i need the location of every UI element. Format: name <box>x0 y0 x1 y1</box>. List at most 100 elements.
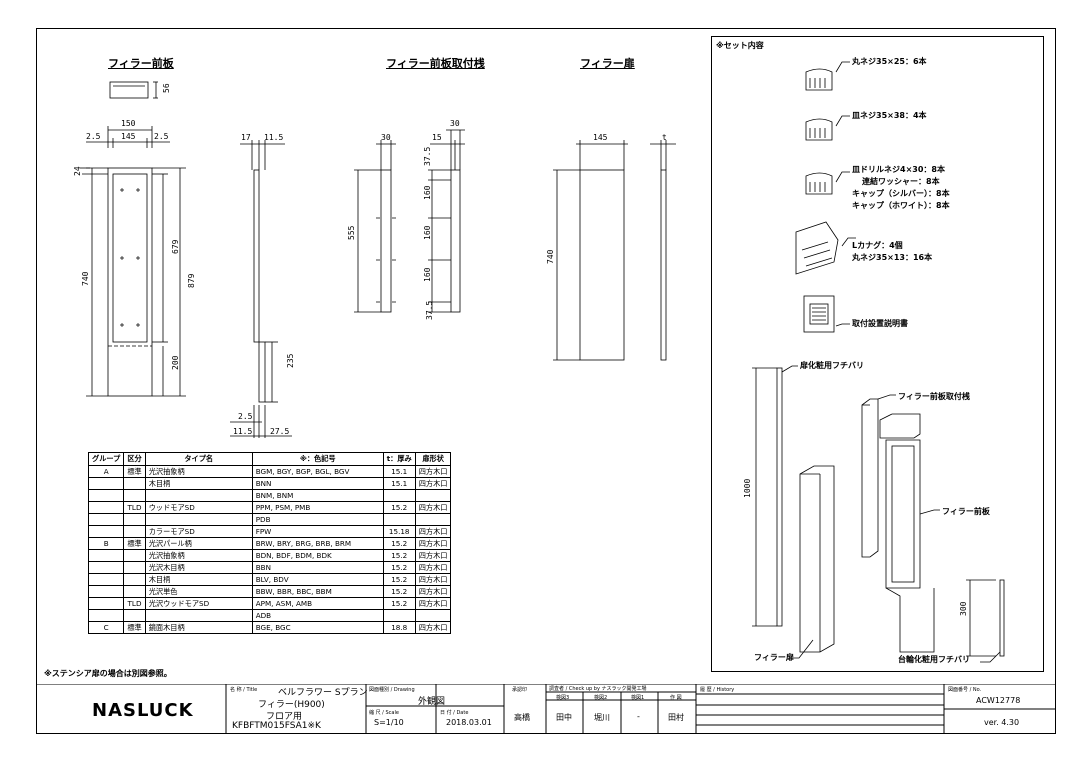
table-cell: 15.2 <box>382 549 416 562</box>
asm-mount-bar-label: フィラー前板取付桟 <box>898 392 970 401</box>
svg-text:30: 30 <box>381 133 391 142</box>
table-cell <box>414 513 452 526</box>
table-cell <box>144 489 253 502</box>
table-cell <box>144 513 253 526</box>
svg-text:17: 17 <box>241 133 251 142</box>
drawing-number: ACW12778 <box>976 696 1021 705</box>
table-cell: カラーモアSD <box>144 525 253 538</box>
table-cell: ウッドモアSD <box>144 501 253 514</box>
table-cell: 15.2 <box>382 585 416 598</box>
table-cell: BGM, BGY, BGP, BGL, BGV <box>251 465 384 478</box>
svg-text:679: 679 <box>171 239 180 254</box>
set-item-manual: 取付設置説明書 <box>852 319 908 328</box>
table-cell: 15.2 <box>382 501 416 514</box>
table-cell: 15.2 <box>382 561 416 574</box>
set-item-l-bracket: Lカナグ：4個 丸ネジ35×13：16本 <box>852 241 933 262</box>
table-cell: 15.1 <box>382 477 416 490</box>
svg-text:15: 15 <box>432 133 442 142</box>
table-cell <box>87 609 125 622</box>
checker-2: 堀川 <box>594 713 610 722</box>
table-cell: B <box>87 537 125 550</box>
table-cell: TLD <box>123 597 146 610</box>
scale-value: S=1/10 <box>374 718 404 727</box>
svg-text:37.5: 37.5 <box>425 301 434 320</box>
svg-text:1000: 1000 <box>743 479 752 498</box>
table-cell: 四方木口 <box>414 525 452 538</box>
table-cell: FPW <box>251 525 384 538</box>
table-cell <box>414 609 452 622</box>
table-cell: 光沢抽象柄 <box>144 549 253 562</box>
table-cell <box>87 489 125 502</box>
table-cell <box>414 489 452 502</box>
svg-text:11.5: 11.5 <box>233 427 252 436</box>
table-cell <box>87 501 125 514</box>
asm-door-edge-label: 扉化粧用フチバリ <box>800 361 864 370</box>
approver-name: 高橋 <box>514 713 530 722</box>
nasluck-logo: NASLUCK <box>92 700 194 721</box>
table-cell: 四方木口 <box>414 597 452 610</box>
table-cell <box>123 573 146 586</box>
table-row: ADB <box>87 609 452 622</box>
table-cell <box>87 561 125 574</box>
svg-text:2.5: 2.5 <box>238 412 253 421</box>
table-cell: 四方木口 <box>414 621 452 634</box>
title-line-1: ベルフラワー Sプラン <box>278 688 368 698</box>
table-cell: 四方木口 <box>414 573 452 586</box>
svg-text:2.5: 2.5 <box>86 132 101 141</box>
table-cell <box>87 597 125 610</box>
table-cell <box>87 585 125 598</box>
asm-front-plate-label: フィラー前板 <box>942 507 990 516</box>
svg-text:t: t <box>662 133 667 142</box>
title-line-4: KFBFTM015FSA1※K <box>232 721 321 731</box>
table-cell: C <box>87 621 125 634</box>
table-cell <box>123 477 146 490</box>
col-door-shape: 扉形状 <box>414 452 452 466</box>
svg-text:160: 160 <box>423 225 432 240</box>
table-cell: 四方木口 <box>414 501 452 514</box>
table-cell: 18.8 <box>382 621 416 634</box>
table-row: BNM, BNM <box>87 489 452 502</box>
svg-text:160: 160 <box>423 185 432 200</box>
table-cell: BRW, BRY, BRG, BRB, BRM <box>251 537 384 550</box>
table-cell: BLV, BDV <box>251 573 384 586</box>
table-cell: A <box>87 465 125 478</box>
table-cell <box>87 513 125 526</box>
door-title: フィラー扉 <box>580 57 635 70</box>
table-cell: APM, ASM, AMB <box>251 597 384 610</box>
table-cell <box>87 525 125 538</box>
table-cell: 鏡面木目柄 <box>144 621 253 634</box>
table-cell: PDB <box>251 513 384 526</box>
table-cell <box>123 561 146 574</box>
table-cell: 標準 <box>123 537 146 550</box>
table-cell: 光沢抽象柄 <box>144 465 253 478</box>
col-thickness: t：厚み <box>382 452 416 466</box>
table-cell: 15.18 <box>382 525 416 538</box>
svg-text:24: 24 <box>73 166 82 176</box>
table-cell: 標準 <box>123 465 146 478</box>
svg-text:300: 300 <box>959 601 968 616</box>
svg-text:145: 145 <box>121 132 136 141</box>
svg-text:11.5: 11.5 <box>264 133 283 142</box>
svg-text:740: 740 <box>546 249 555 264</box>
table-cell <box>123 609 146 622</box>
table-cell <box>123 549 146 562</box>
svg-text:30: 30 <box>450 119 460 128</box>
table-cell: 15.2 <box>382 573 416 586</box>
title-block: NASLUCK 名 称 / Title ベルフラワー Sプラン フィラー(H90… <box>36 684 1056 734</box>
svg-text:56: 56 <box>162 83 171 93</box>
set-item-round-screw: 丸ネジ35×25：6本 <box>852 57 927 66</box>
dim-150: 150 <box>121 119 136 128</box>
table-cell: ADB <box>251 609 384 622</box>
table-cell: BDN, BDF, BDM, BDK <box>251 549 384 562</box>
stencia-note: ※ステンシア扉の場合は別図参照。 <box>44 669 172 678</box>
asm-door-label: フィラー扉 <box>754 653 794 662</box>
date-value: 2018.03.01 <box>446 718 492 727</box>
